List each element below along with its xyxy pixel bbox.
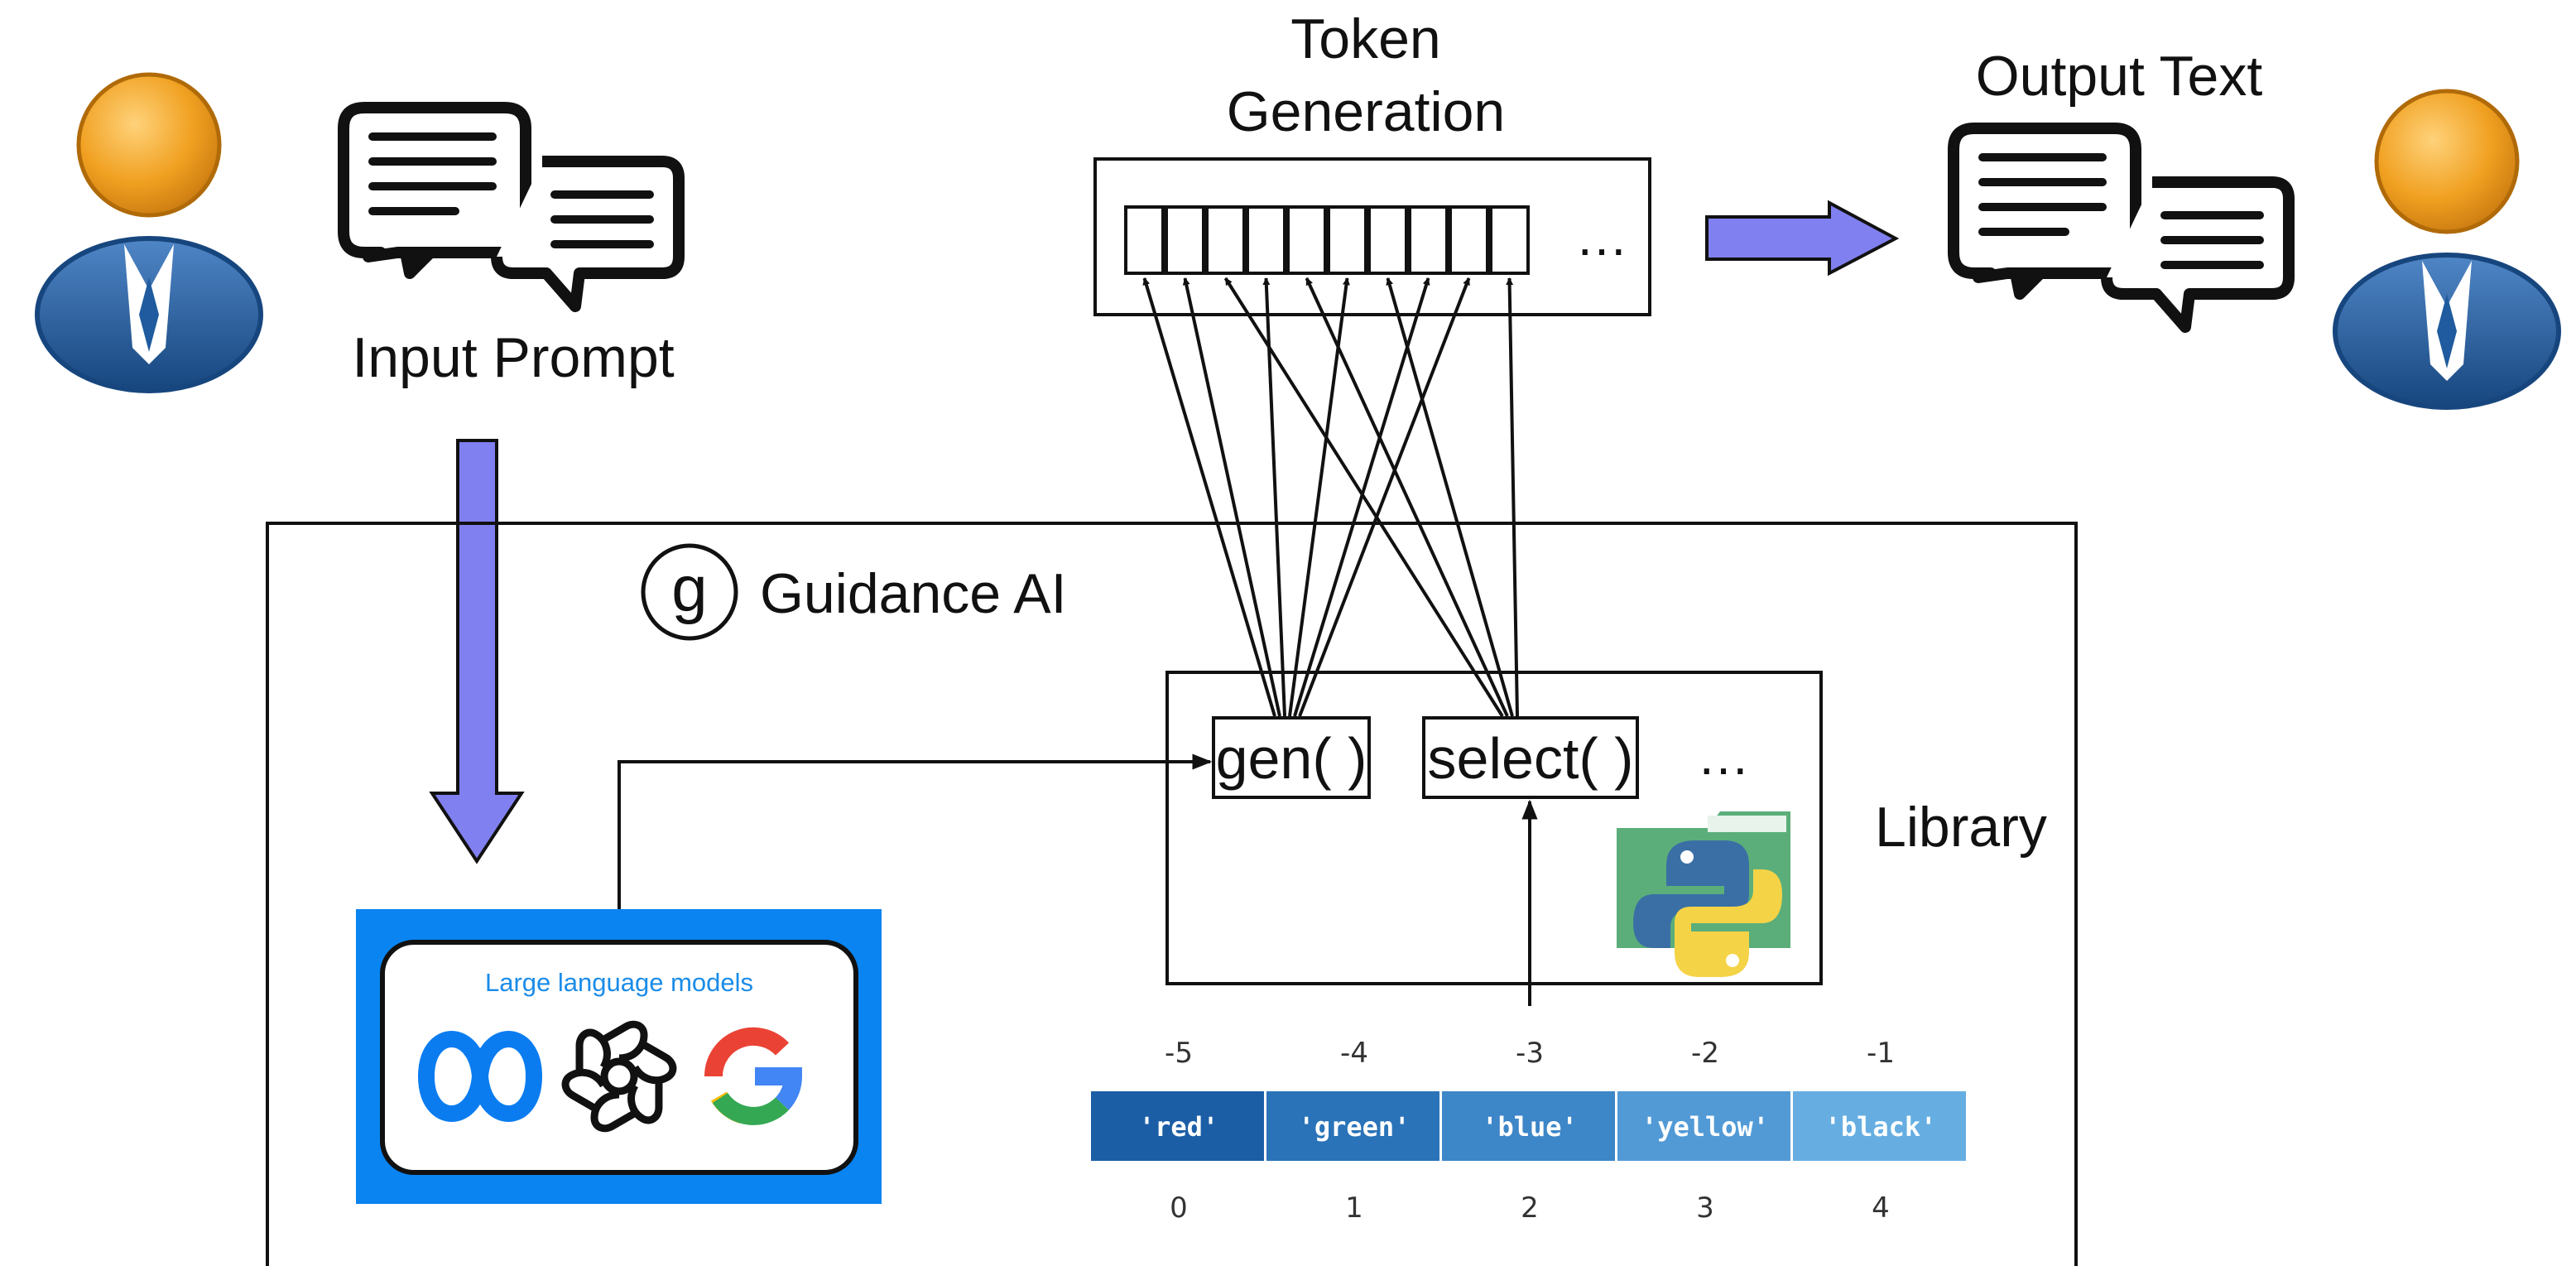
input-prompt-label: Input Prompt [352, 326, 674, 389]
list-item-value: 'green' [1299, 1111, 1411, 1143]
list-cell [1442, 1091, 1615, 1161]
select-token-line [1223, 277, 1504, 718]
gen-token-line [1182, 277, 1281, 717]
gen-function-label: gen( ) [1216, 726, 1367, 791]
positive-index-label: 0 [1170, 1191, 1188, 1225]
negative-index-label: -5 [1165, 1037, 1193, 1070]
list-item-value: 'yellow' [1641, 1111, 1769, 1143]
list-cell [1617, 1091, 1790, 1161]
select-function-label: select( ) [1428, 726, 1634, 791]
guidance-ai-label: Guidance AI [760, 562, 1066, 625]
token-slot [1408, 205, 1449, 275]
meta-logo-icon [417, 1031, 543, 1122]
openai-petal [561, 1068, 607, 1111]
speech-bubbles-icon [338, 102, 685, 312]
gen-token-line [1142, 277, 1276, 717]
gen-function-box [1212, 716, 1371, 799]
user-icon [35, 72, 263, 393]
output-arrow [1705, 200, 1900, 277]
openai-petal [575, 1028, 611, 1071]
token-generation-label-line1: Token [1290, 7, 1440, 70]
list-item-value: 'red' [1139, 1111, 1218, 1143]
select-function-box [1422, 716, 1639, 799]
llm-to-gen-arrow [618, 753, 1213, 909]
list-cell [1793, 1091, 1966, 1161]
library-label: Library [1875, 796, 2047, 859]
openai-petal [590, 1090, 637, 1133]
select-token-line [1386, 277, 1514, 717]
positive-index-label: 2 [1521, 1191, 1539, 1225]
token-ellipsis: … [1575, 207, 1628, 267]
positive-index-label: 3 [1696, 1191, 1714, 1225]
openai-petal [627, 1081, 663, 1124]
list-cell [1091, 1091, 1264, 1161]
gen-token-line [1262, 277, 1286, 717]
token-slot [1286, 205, 1327, 275]
token-slot [1246, 205, 1286, 275]
list-item-value: 'blue' [1482, 1111, 1578, 1143]
select-token-line [1506, 277, 1519, 717]
list-cell [1266, 1091, 1439, 1161]
openai-petal [602, 1020, 648, 1062]
positive-index-label: 1 [1345, 1191, 1363, 1225]
positive-index-label: 4 [1872, 1191, 1890, 1225]
output-text-label: Output Text [1976, 45, 2263, 108]
index-list: 'red' -5 0 'green' -4 1 'blue' -3 2 'yellow' -2 3 'b… [1091, 1037, 1966, 1225]
openai-petal [632, 1042, 677, 1085]
token-slot [1327, 205, 1367, 275]
token-slot [1124, 205, 1165, 275]
python-folder-icon [1617, 811, 1790, 977]
token-generation-label-line2: Generation [1227, 80, 1505, 143]
guidance-logo-letter: g [671, 552, 707, 625]
speech-bubbles-icon [1948, 123, 2295, 333]
openai-logo-icon [561, 1020, 677, 1133]
select-token-line [1305, 277, 1509, 717]
token-slot [1449, 205, 1489, 275]
google-logo-icon [704, 1027, 803, 1125]
list-item-value: 'black' [1825, 1111, 1937, 1143]
gen-token-line [1298, 277, 1471, 717]
token-slots [1124, 205, 1530, 275]
user-icon [2333, 89, 2561, 410]
llm-title: Large language models [485, 968, 753, 997]
token-connection-lines [1142, 277, 1519, 718]
negative-index-label: -4 [1340, 1037, 1368, 1070]
negative-index-label: -1 [1867, 1037, 1895, 1070]
gen-token-line [1293, 277, 1430, 717]
library-ellipsis: … [1697, 726, 1750, 786]
input-arrow [429, 439, 525, 864]
token-slot [1165, 205, 1205, 275]
token-slot [1367, 205, 1408, 275]
negative-index-label: -3 [1516, 1037, 1544, 1070]
negative-index-label: -2 [1691, 1037, 1719, 1070]
guidance-logo-icon [641, 543, 738, 641]
gen-token-line [1288, 277, 1350, 717]
guidance-ai-box [266, 522, 2078, 1266]
token-slot [1205, 205, 1246, 275]
token-slot [1489, 205, 1530, 275]
